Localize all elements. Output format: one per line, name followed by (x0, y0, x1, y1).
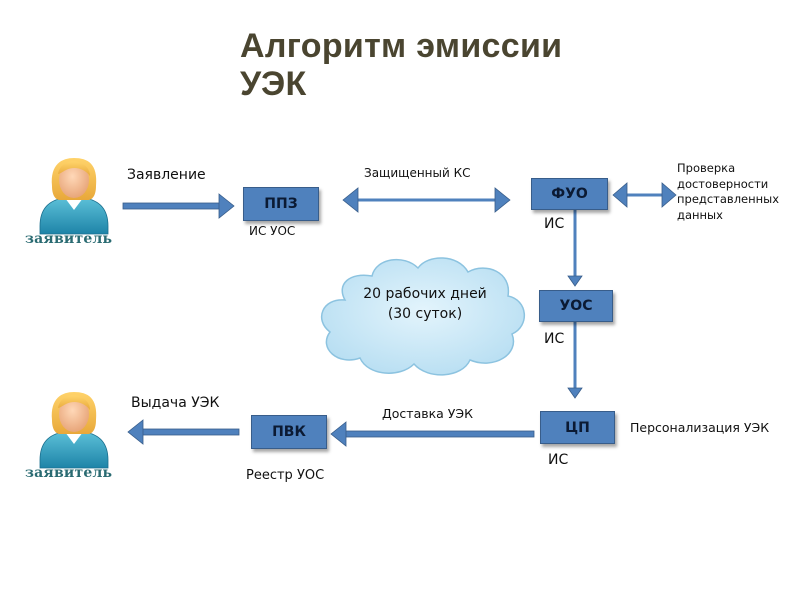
node-cp-sublabel: ИС (548, 452, 569, 468)
diagram-title: Алгоритм эмиссии УЭК (240, 27, 562, 103)
title-line-2: УЭК (240, 65, 307, 103)
applicant-top-avatar (39, 157, 109, 235)
edge-label-delivery: Доставка УЭК (382, 406, 473, 421)
node-cp[interactable]: ЦП (540, 411, 615, 444)
node-fuo-label: ФУО (551, 186, 588, 202)
arrow-fuo-to-uos (567, 210, 583, 287)
arrow-issuance (127, 419, 240, 445)
edge-label-application: Заявление (127, 167, 206, 183)
arrow-application (122, 193, 235, 219)
node-ppz[interactable]: ППЗ (243, 187, 319, 221)
node-uos-label: УОС (559, 298, 593, 314)
node-ppz-sublabel: ИС УОС (249, 224, 296, 238)
applicant-top-caption: заявитель (25, 231, 113, 247)
arrow-secure-channel (342, 187, 511, 213)
person-icon (39, 391, 109, 469)
node-pvk-label: ПВК (272, 424, 306, 440)
node-pvk[interactable]: ПВК (251, 415, 327, 449)
arrow-delivery (330, 421, 535, 447)
node-ppz-label: ППЗ (264, 196, 298, 212)
cloud-shape (320, 257, 526, 376)
person-icon (39, 157, 109, 235)
edge-label-issuance: Выдача УЭК (131, 395, 220, 411)
node-uos[interactable]: УОС (539, 290, 613, 322)
edge-label-secure-channel: Защищенный КС (364, 166, 471, 180)
edge-label-personalization: Персонализация УЭК (630, 420, 770, 435)
node-fuo[interactable]: ФУО (531, 178, 608, 210)
arrow-uos-to-cp (567, 322, 583, 399)
applicant-bottom-avatar (39, 391, 109, 469)
node-cp-label: ЦП (565, 419, 590, 436)
node-uos-sublabel: ИС (544, 331, 565, 347)
cloud-duration-text: 20 рабочих дней (30 суток) (363, 286, 487, 322)
title-line-1: Алгоритм эмиссии (240, 27, 563, 65)
node-pvk-sublabel: Реестр УОС (246, 468, 325, 483)
arrow-verification (612, 182, 677, 208)
node-fuo-sublabel: ИС (544, 216, 565, 232)
applicant-bottom-caption: заявитель (25, 465, 113, 481)
edge-label-verification: Проверка достоверности представленных да… (677, 161, 780, 222)
